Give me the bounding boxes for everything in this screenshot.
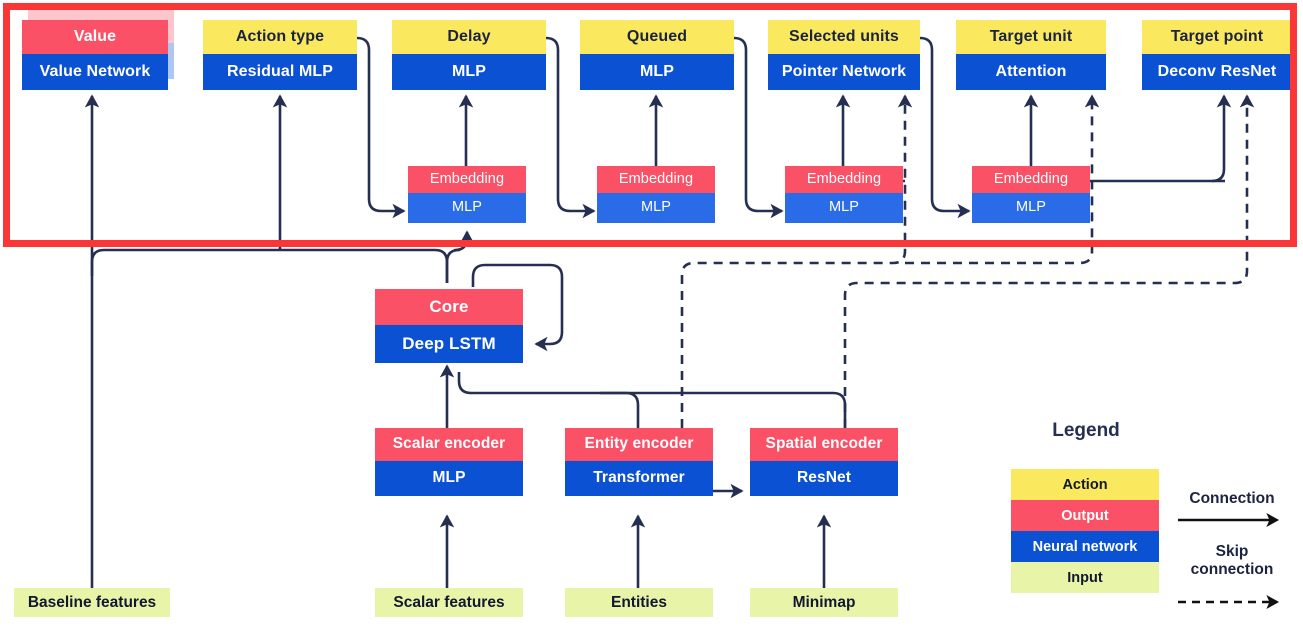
- core-output: Core: [375, 289, 523, 325]
- legend-connection-label: Connection: [1189, 490, 1275, 507]
- head-delay-action: Delay: [392, 20, 546, 54]
- head-queued-action: Queued: [580, 20, 734, 54]
- head-target-point-action: Target point: [1142, 20, 1292, 54]
- encoder-entity-output: Entity encoder: [565, 428, 713, 461]
- encoder-scalar-output: Scalar encoder: [375, 428, 523, 461]
- encoder-spatial-output: Spatial encoder: [750, 428, 898, 461]
- encoder-scalar-network: MLP: [375, 461, 523, 496]
- encoder-scalar[interactable]: Scalar encoder MLP: [375, 428, 523, 496]
- head-queued-network: MLP: [580, 54, 734, 90]
- head-target-point-network: Deconv ResNet: [1142, 54, 1292, 90]
- head-target-unit-action: Target unit: [956, 20, 1106, 54]
- embedding-selected-units-output: Embedding: [785, 166, 903, 193]
- encoder-entity-network: Transformer: [565, 461, 713, 496]
- head-action-type-network: Residual MLP: [203, 54, 357, 90]
- embedding-target-unit-output: Embedding: [972, 166, 1090, 193]
- embedding-queued-network: MLP: [597, 193, 715, 223]
- embedding-target-unit[interactable]: Embedding MLP: [972, 166, 1090, 223]
- head-selected-units-network: Pointer Network: [768, 54, 920, 90]
- legend-connection-arrow: [1178, 512, 1280, 528]
- input-minimap[interactable]: Minimap: [750, 588, 898, 617]
- head-value-network: Value Network: [22, 54, 168, 90]
- encoder-spatial[interactable]: Spatial encoder ResNet: [750, 428, 898, 496]
- head-value-action: Value: [22, 20, 168, 54]
- head-queued[interactable]: Queued MLP: [580, 20, 734, 90]
- legend-swatch-action: Action: [1011, 469, 1159, 500]
- input-scalar-features[interactable]: Scalar features: [375, 588, 523, 617]
- encoder-entity[interactable]: Entity encoder Transformer: [565, 428, 713, 496]
- head-selected-units[interactable]: Selected units Pointer Network: [768, 20, 920, 90]
- embedding-target-unit-network: MLP: [972, 193, 1090, 223]
- core-network: Deep LSTM: [375, 325, 523, 363]
- embedding-delay[interactable]: Embedding MLP: [408, 166, 526, 223]
- embedding-selected-units[interactable]: Embedding MLP: [785, 166, 903, 223]
- head-target-unit[interactable]: Target unit Attention: [956, 20, 1106, 90]
- legend-title: Legend: [1052, 420, 1120, 441]
- head-selected-units-action: Selected units: [768, 20, 920, 54]
- embedding-delay-network: MLP: [408, 193, 526, 223]
- head-value[interactable]: Value Value Network: [22, 20, 168, 90]
- legend-swatch-input: Input: [1011, 562, 1159, 593]
- head-target-point[interactable]: Target point Deconv ResNet: [1142, 20, 1292, 90]
- embedding-delay-output: Embedding: [408, 166, 526, 193]
- input-entities[interactable]: Entities: [565, 588, 713, 617]
- embedding-queued-output: Embedding: [597, 166, 715, 193]
- head-action-type[interactable]: Action type Residual MLP: [203, 20, 357, 90]
- legend-skip-label-line1: Skip: [1215, 543, 1249, 560]
- legend-swatch-output: Output: [1011, 500, 1159, 531]
- legend-skip-label: Skip connection: [1178, 543, 1286, 579]
- head-delay-network: MLP: [392, 54, 546, 90]
- embedding-queued[interactable]: Embedding MLP: [597, 166, 715, 223]
- legend-swatch-neural-network: Neural network: [1011, 531, 1159, 562]
- encoder-spatial-network: ResNet: [750, 461, 898, 496]
- core-module[interactable]: Core Deep LSTM: [375, 289, 523, 363]
- legend-skip-label-line2: connection: [1190, 560, 1274, 578]
- embedding-selected-units-network: MLP: [785, 193, 903, 223]
- legend-swatches: Action Output Neural network Input: [1011, 469, 1159, 593]
- legend-skip-arrow: [1178, 594, 1280, 610]
- head-action-type-action: Action type: [203, 20, 357, 54]
- head-delay[interactable]: Delay MLP: [392, 20, 546, 90]
- head-target-unit-network: Attention: [956, 54, 1106, 90]
- input-baseline-features[interactable]: Baseline features: [14, 588, 170, 617]
